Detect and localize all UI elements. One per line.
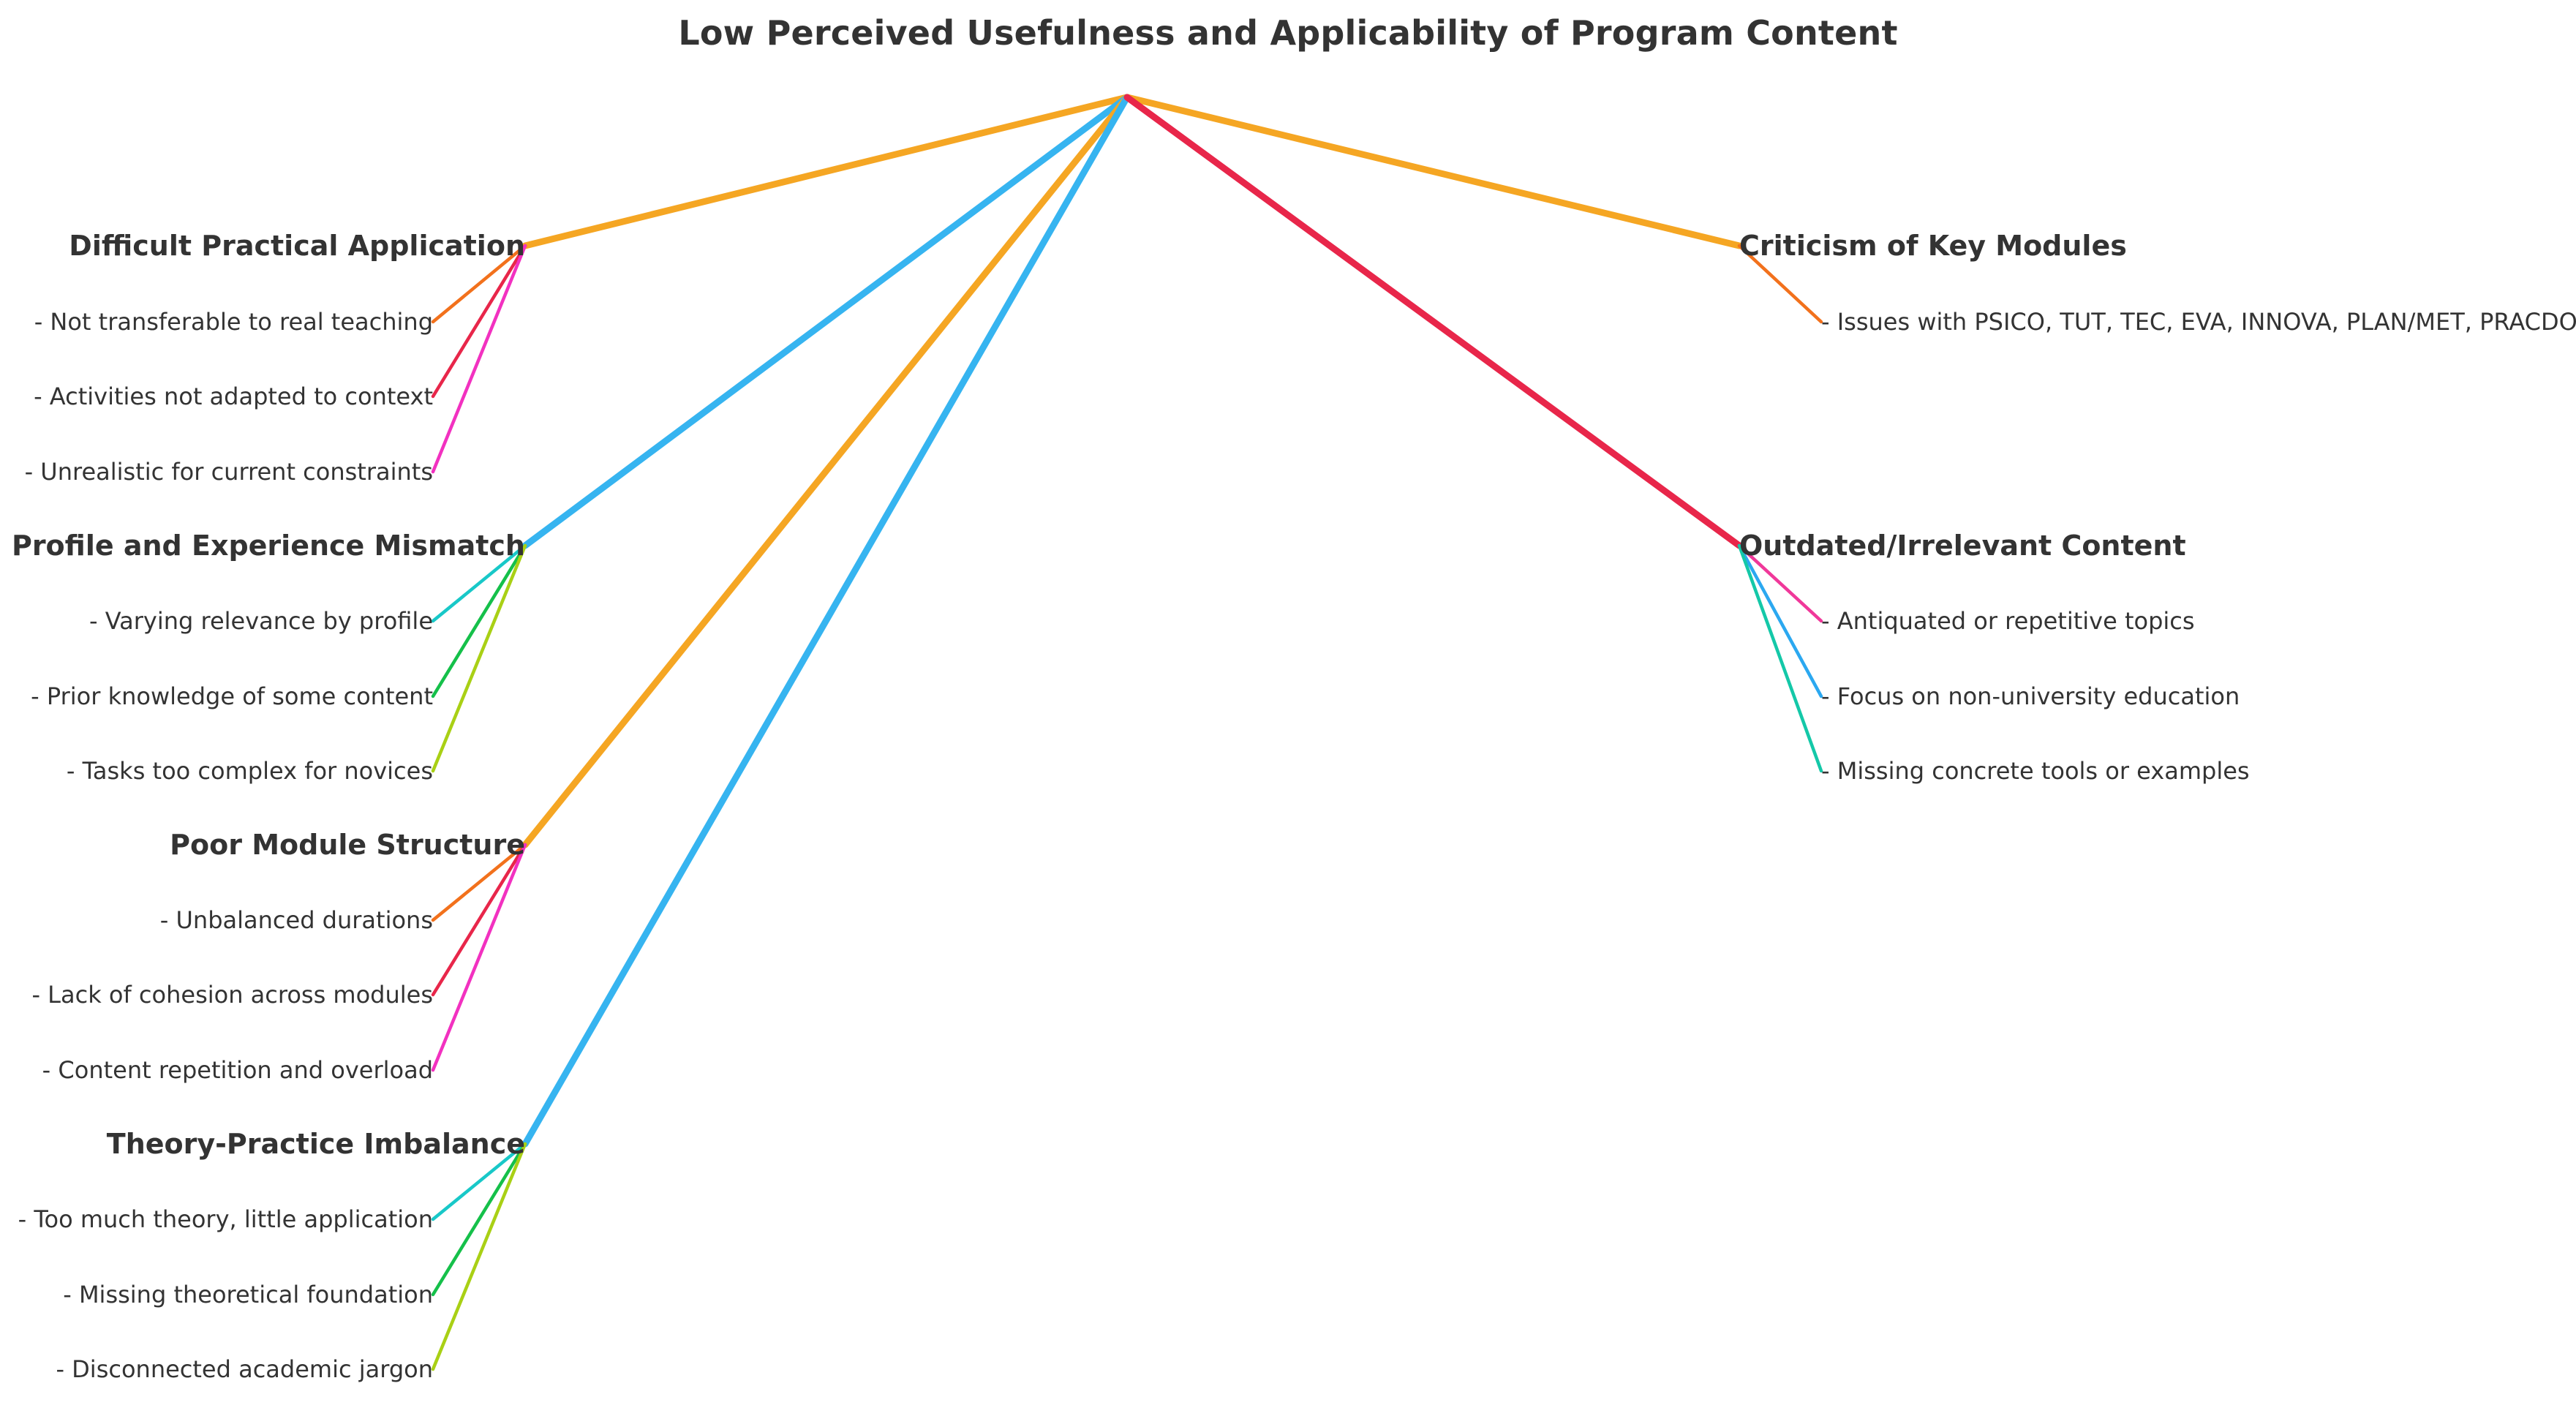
leaf-edge-difficult-practical-application-2 (431, 244, 527, 474)
leaf-edge-theory-practice-imbalance-2 (431, 1142, 527, 1371)
leaf-label-profile-and-experience-mismatch-2[interactable]: - Tasks too complex for novices (66, 757, 433, 785)
leaf-label-poor-module-structure-0[interactable]: - Unbalanced durations (159, 906, 433, 934)
page-title: Low Perceived Usefulness and Applicabili… (678, 13, 1898, 53)
leaf-label-outdated-irrelevant-content-2[interactable]: - Missing concrete tools or examples (1821, 757, 2250, 785)
leaf-edge-theory-practice-imbalance-0 (431, 1142, 527, 1221)
main-edge-difficult-practical-application (521, 94, 1131, 249)
leaf-edge-theory-practice-imbalance-1 (431, 1142, 527, 1297)
main-edge-group (521, 94, 1743, 1148)
main-edge-poor-module-structure (521, 94, 1131, 848)
leaf-edge-outdated-irrelevant-content-2 (1737, 543, 1823, 773)
leaf-label-difficult-practical-application-0[interactable]: - Not transferable to real teaching (34, 308, 433, 336)
main-edge-profile-and-experience-mismatch (521, 94, 1131, 549)
branch-label-outdated-irrelevant-content[interactable]: Outdated/Irrelevant Content (1739, 530, 2186, 562)
branch-label-poor-module-structure[interactable]: Poor Module Structure (170, 829, 525, 861)
leaf-label-outdated-irrelevant-content-0[interactable]: - Antiquated or repetitive topics (1821, 607, 2195, 635)
branch-label-theory-practice-imbalance[interactable]: Theory-Practice Imbalance (106, 1128, 525, 1160)
leaf-label-profile-and-experience-mismatch-0[interactable]: - Varying relevance by profile (89, 607, 433, 635)
leaf-label-profile-and-experience-mismatch-1[interactable]: - Prior knowledge of some content (31, 682, 433, 710)
leaf-edge-criticism-of-key-modules-0 (1737, 244, 1823, 324)
main-edge-criticism-of-key-modules (1123, 94, 1743, 249)
branch-label-difficult-practical-application[interactable]: Difficult Practical Application (69, 230, 525, 262)
leaf-label-difficult-practical-application-1[interactable]: - Activities not adapted to context (34, 383, 433, 410)
leaf-edge-poor-module-structure-0 (431, 843, 527, 922)
leaf-label-poor-module-structure-2[interactable]: - Content repetition and overload (42, 1056, 433, 1084)
branch-label-criticism-of-key-modules[interactable]: Criticism of Key Modules (1739, 230, 2127, 262)
leaf-label-theory-practice-imbalance-2[interactable]: - Disconnected academic jargon (56, 1355, 433, 1383)
main-edge-theory-practice-imbalance (521, 94, 1131, 1148)
leaf-label-difficult-practical-application-2[interactable]: - Unrealistic for current constraints (24, 458, 433, 486)
leaf-edge-difficult-practical-application-1 (431, 244, 527, 399)
leaf-edge-profile-and-experience-mismatch-2 (431, 543, 527, 773)
leaf-edge-profile-and-experience-mismatch-0 (431, 543, 527, 623)
leaf-label-criticism-of-key-modules-0[interactable]: - Issues with PSICO, TUT, TEC, EVA, INNO… (1821, 308, 2576, 336)
leaf-label-outdated-irrelevant-content-1[interactable]: - Focus on non-university education (1821, 682, 2240, 710)
main-edge-outdated-irrelevant-content (1123, 94, 1743, 549)
leaf-edge-difficult-practical-application-0 (431, 244, 527, 324)
leaf-edge-outdated-irrelevant-content-1 (1737, 543, 1823, 698)
leaf-edge-outdated-irrelevant-content-0 (1737, 543, 1823, 623)
leaf-edge-profile-and-experience-mismatch-1 (431, 543, 527, 698)
leaf-label-poor-module-structure-1[interactable]: - Lack of cohesion across modules (31, 981, 433, 1009)
leaf-edge-group (431, 244, 1823, 1371)
leaf-label-theory-practice-imbalance-0[interactable]: - Too much theory, little application (18, 1205, 433, 1233)
branch-label-profile-and-experience-mismatch[interactable]: Profile and Experience Mismatch (11, 530, 525, 562)
leaf-edge-poor-module-structure-2 (431, 843, 527, 1072)
leaf-edge-poor-module-structure-1 (431, 843, 527, 997)
leaf-label-theory-practice-imbalance-1[interactable]: - Missing theoretical foundation (63, 1281, 433, 1308)
